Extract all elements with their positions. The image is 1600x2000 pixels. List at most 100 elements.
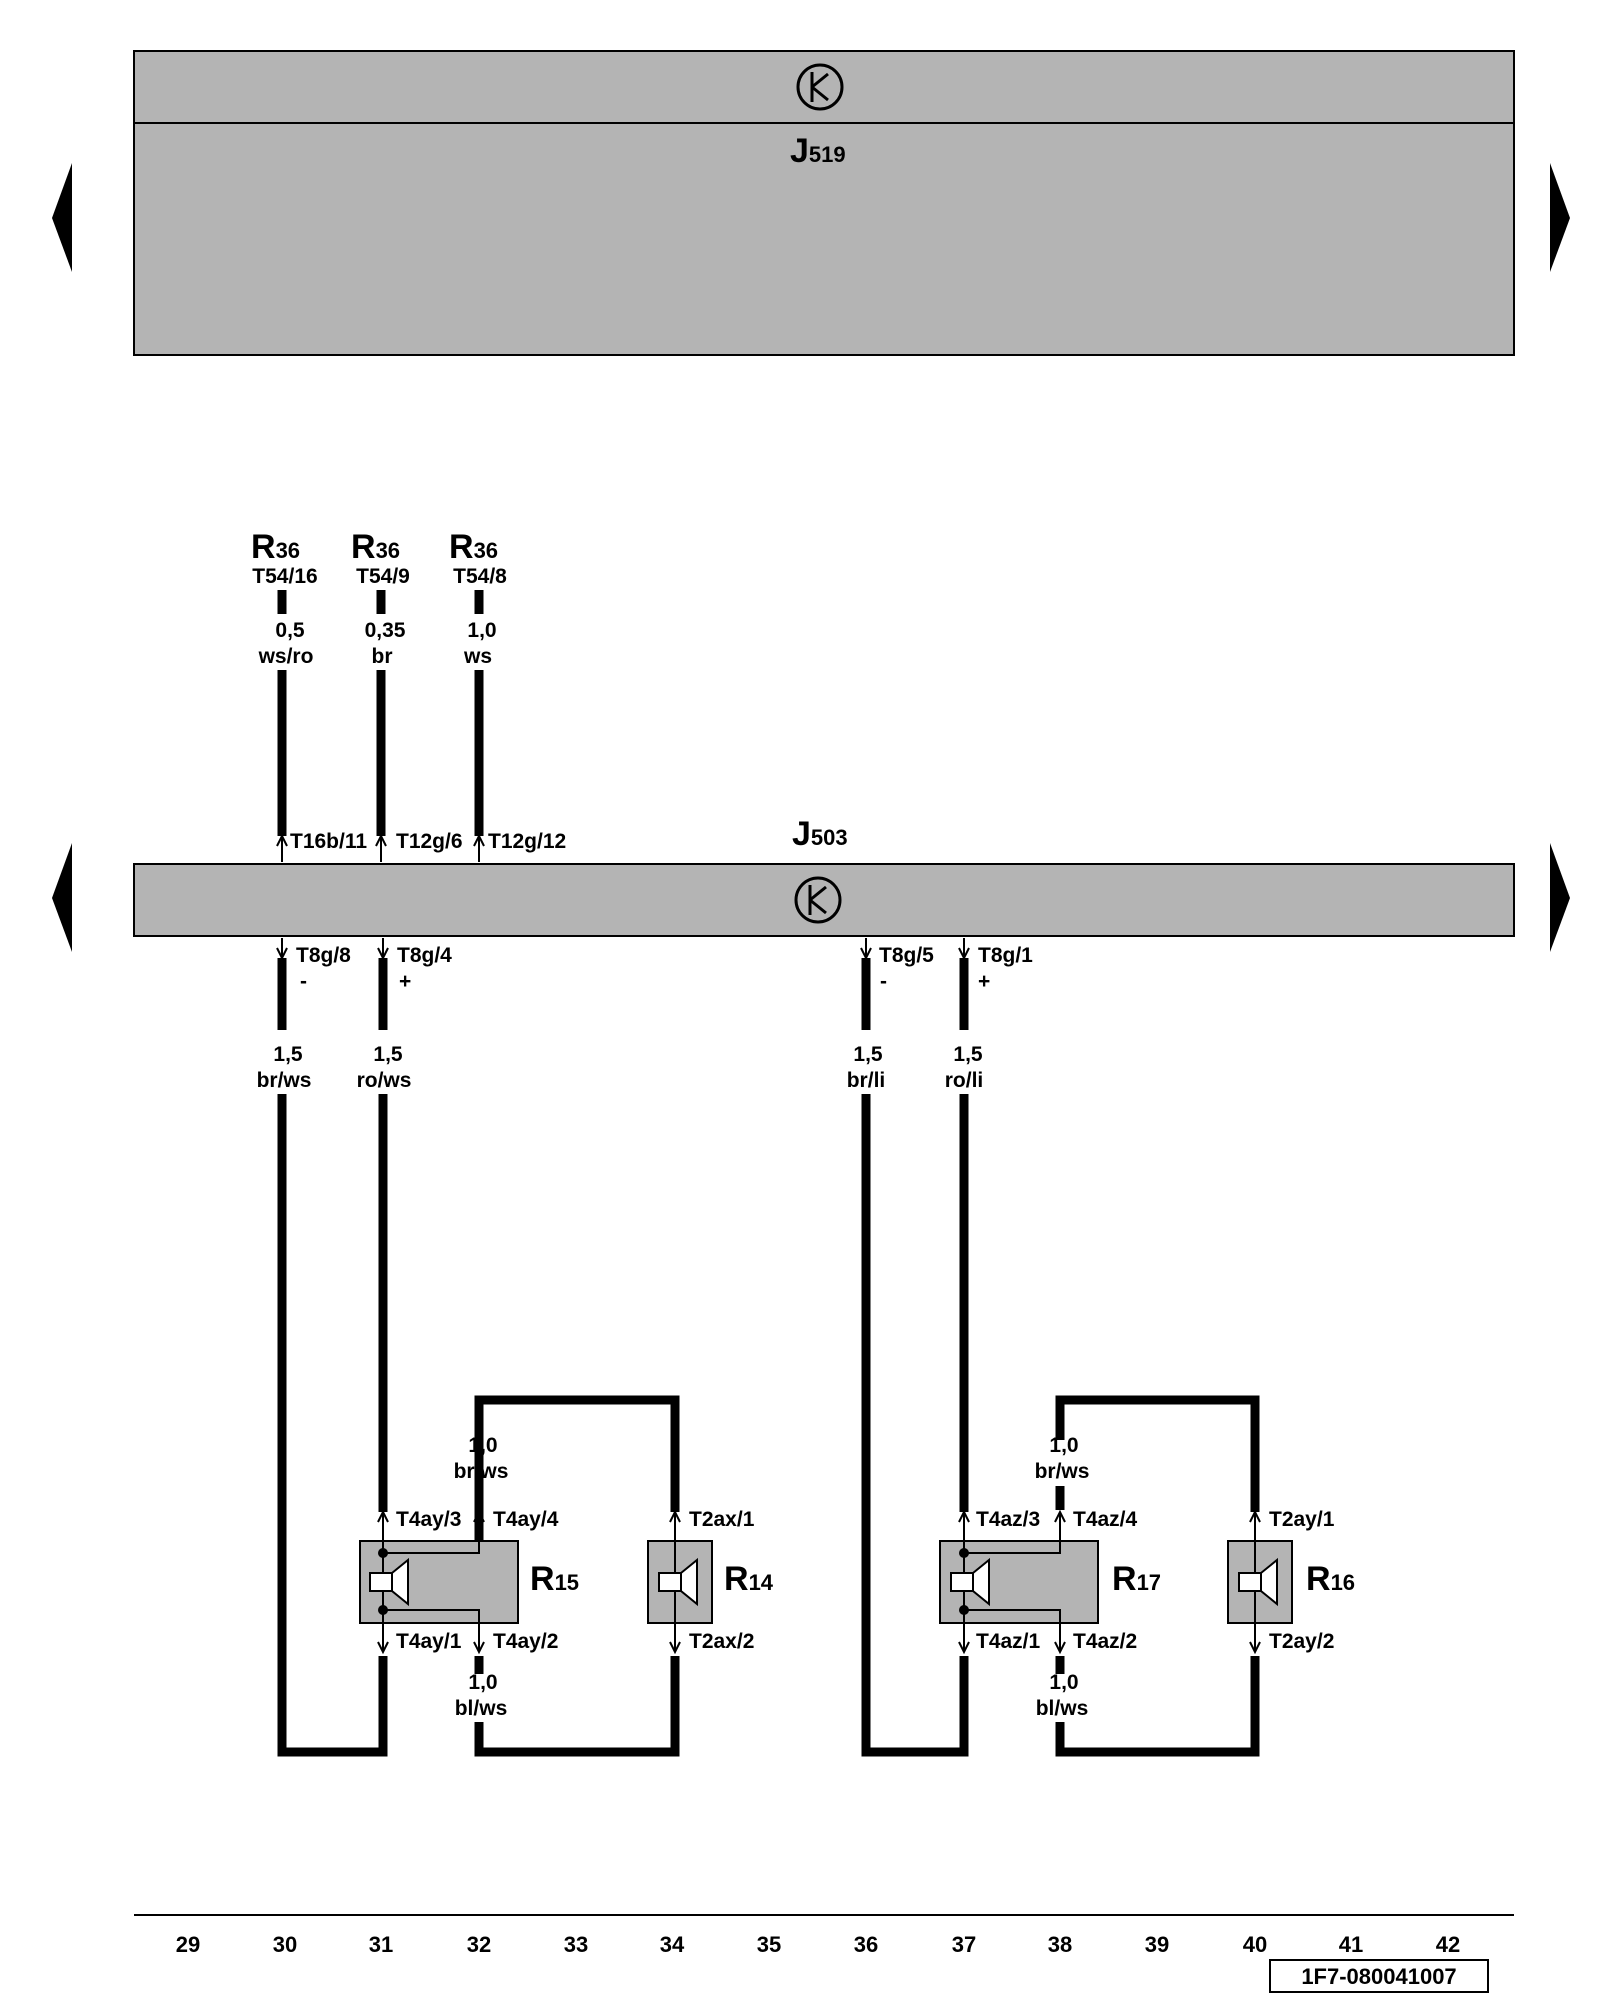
speaker-icon: [950, 1557, 990, 1607]
speaker-icon: [658, 1557, 698, 1607]
j519-label: J519: [790, 132, 846, 170]
svg-text:R17: R17: [1112, 1560, 1161, 1598]
svg-text:1,0: 1,0: [468, 1671, 497, 1694]
svg-text:1,5: 1,5: [953, 1043, 983, 1066]
top-reference-3: R36 T54/8 1,0 ws T12g/12: [449, 528, 566, 862]
svg-text:R14: R14: [724, 1560, 774, 1598]
svg-text:+: +: [978, 970, 990, 993]
svg-text:R36: R36: [251, 528, 300, 566]
speaker-icon: [369, 1557, 409, 1607]
svg-text:1,0: 1,0: [467, 619, 496, 642]
top-reference-2: R36 T54/9 0,35 br T12g/6: [351, 528, 463, 862]
svg-text:T54/8: T54/8: [453, 565, 507, 588]
speaker-icon: [1238, 1557, 1278, 1607]
svg-text:T4az/1: T4az/1: [976, 1630, 1041, 1653]
svg-text:T54/9: T54/9: [356, 565, 410, 588]
svg-text:-: -: [300, 970, 307, 993]
svg-text:T2ax/2: T2ax/2: [689, 1630, 754, 1653]
svg-text:bl/ws: bl/ws: [1036, 1697, 1089, 1720]
speaker-r14: R14: [647, 1532, 774, 1632]
svg-text:T8g/5: T8g/5: [879, 944, 934, 967]
page-left-arrow-icon[interactable]: [52, 843, 72, 952]
svg-text:br: br: [372, 645, 393, 668]
right-speaker-group: 1,0 br/ws 1,0 bl/ws T4az/3 T4az/4 R17 T4…: [861, 1094, 1355, 1757]
left-speaker-group: 1,0 br/ws 1,0 bl/ws T4ay/3 T4ay/4 R15 T4…: [277, 1094, 774, 1757]
svg-text:R36: R36: [449, 528, 498, 566]
svg-text:bl/ws: bl/ws: [455, 1697, 508, 1720]
svg-text:T12g/12: T12g/12: [488, 830, 566, 853]
svg-text:T4ay/1: T4ay/1: [396, 1630, 462, 1653]
output-wire-3: T8g/5 - 1,5 br/li: [847, 938, 934, 1092]
document-id-box: [1269, 1959, 1489, 1993]
svg-text:T16b/11: T16b/11: [290, 830, 367, 853]
svg-text:T4ay/2: T4ay/2: [493, 1630, 558, 1653]
svg-text:1,5: 1,5: [853, 1043, 883, 1066]
svg-text:1,5: 1,5: [373, 1043, 403, 1066]
control-unit-j503: J503: [133, 815, 1515, 937]
svg-text:T8g/8: T8g/8: [296, 944, 351, 967]
page-right-arrow-icon[interactable]: [1550, 843, 1570, 952]
svg-text:br/ws: br/ws: [257, 1069, 312, 1092]
page-left-arrow-icon[interactable]: [52, 163, 72, 272]
svg-text:T54/16: T54/16: [252, 565, 317, 588]
svg-text:0,35: 0,35: [365, 619, 406, 642]
svg-text:R36: R36: [351, 528, 400, 566]
j503-label: J503: [792, 815, 848, 853]
svg-text:T4az/4: T4az/4: [1073, 1508, 1138, 1531]
svg-text:T8g/1: T8g/1: [978, 944, 1033, 967]
svg-text:R15: R15: [530, 1560, 579, 1598]
svg-text:1,5: 1,5: [273, 1043, 303, 1066]
svg-text:br/ws: br/ws: [454, 1460, 509, 1483]
svg-text:ro/li: ro/li: [945, 1069, 984, 1092]
grid-numbers: 29 30 31 32 33 34 35 36 37 38 39 40 41 4…: [176, 1932, 1460, 1957]
svg-text:40: 40: [1243, 1932, 1267, 1957]
output-wire-1: T8g/8 - 1,5 br/ws: [257, 938, 351, 1092]
svg-text:32: 32: [467, 1932, 491, 1957]
svg-text:36: 36: [854, 1932, 878, 1957]
j519-box: [133, 50, 1515, 356]
svg-text:+: +: [399, 970, 411, 993]
output-wire-4: T8g/1 + 1,5 ro/li: [945, 938, 1033, 1092]
svg-text:33: 33: [564, 1932, 588, 1957]
svg-text:br/li: br/li: [847, 1069, 886, 1092]
top-reference-1: R36 T54/16 0,5 ws/ro T16b/11: [251, 528, 367, 862]
output-wire-2: T8g/4 + 1,5 ro/ws: [357, 938, 452, 1092]
svg-text:T12g/6: T12g/6: [396, 830, 463, 853]
control-unit-symbol-icon: [794, 876, 842, 924]
speaker-r16: R16: [1227, 1532, 1355, 1632]
svg-text:35: 35: [757, 1932, 781, 1957]
svg-text:1,0: 1,0: [1049, 1671, 1078, 1694]
speaker-r15: R15: [359, 1532, 579, 1632]
page-right-arrow-icon[interactable]: [1550, 163, 1570, 272]
svg-text:T2ay/1: T2ay/1: [1269, 1508, 1335, 1531]
svg-text:39: 39: [1145, 1932, 1169, 1957]
svg-text:ws: ws: [463, 645, 492, 668]
svg-text:34: 34: [660, 1932, 685, 1957]
svg-text:-: -: [880, 970, 887, 993]
control-unit-j519: J519: [133, 50, 1515, 356]
svg-text:br/ws: br/ws: [1035, 1460, 1090, 1483]
svg-text:37: 37: [952, 1932, 976, 1957]
svg-text:41: 41: [1339, 1932, 1363, 1957]
svg-text:T2ay/2: T2ay/2: [1269, 1630, 1334, 1653]
speaker-r17: R17: [939, 1532, 1161, 1632]
svg-text:T4az/2: T4az/2: [1073, 1630, 1137, 1653]
svg-text:T4ay/4: T4ay/4: [493, 1508, 559, 1531]
svg-text:T8g/4: T8g/4: [397, 944, 452, 967]
svg-text:30: 30: [273, 1932, 297, 1957]
svg-text:T4ay/3: T4ay/3: [396, 1508, 461, 1531]
svg-text:T2ax/1: T2ax/1: [689, 1508, 755, 1531]
svg-text:31: 31: [369, 1932, 393, 1957]
j503-box: [133, 863, 1515, 937]
svg-text:R16: R16: [1306, 1560, 1355, 1598]
svg-text:0,5: 0,5: [275, 619, 305, 642]
document-id: 1F7-080041007: [1301, 1964, 1456, 1989]
control-unit-symbol-icon: [796, 63, 844, 111]
svg-text:42: 42: [1436, 1932, 1460, 1957]
svg-text:29: 29: [176, 1932, 200, 1957]
svg-text:1,0: 1,0: [1049, 1434, 1078, 1457]
svg-text:38: 38: [1048, 1932, 1072, 1957]
svg-text:ro/ws: ro/ws: [357, 1069, 412, 1092]
svg-text:ws/ro: ws/ro: [258, 645, 314, 668]
svg-text:1,0: 1,0: [468, 1434, 497, 1457]
